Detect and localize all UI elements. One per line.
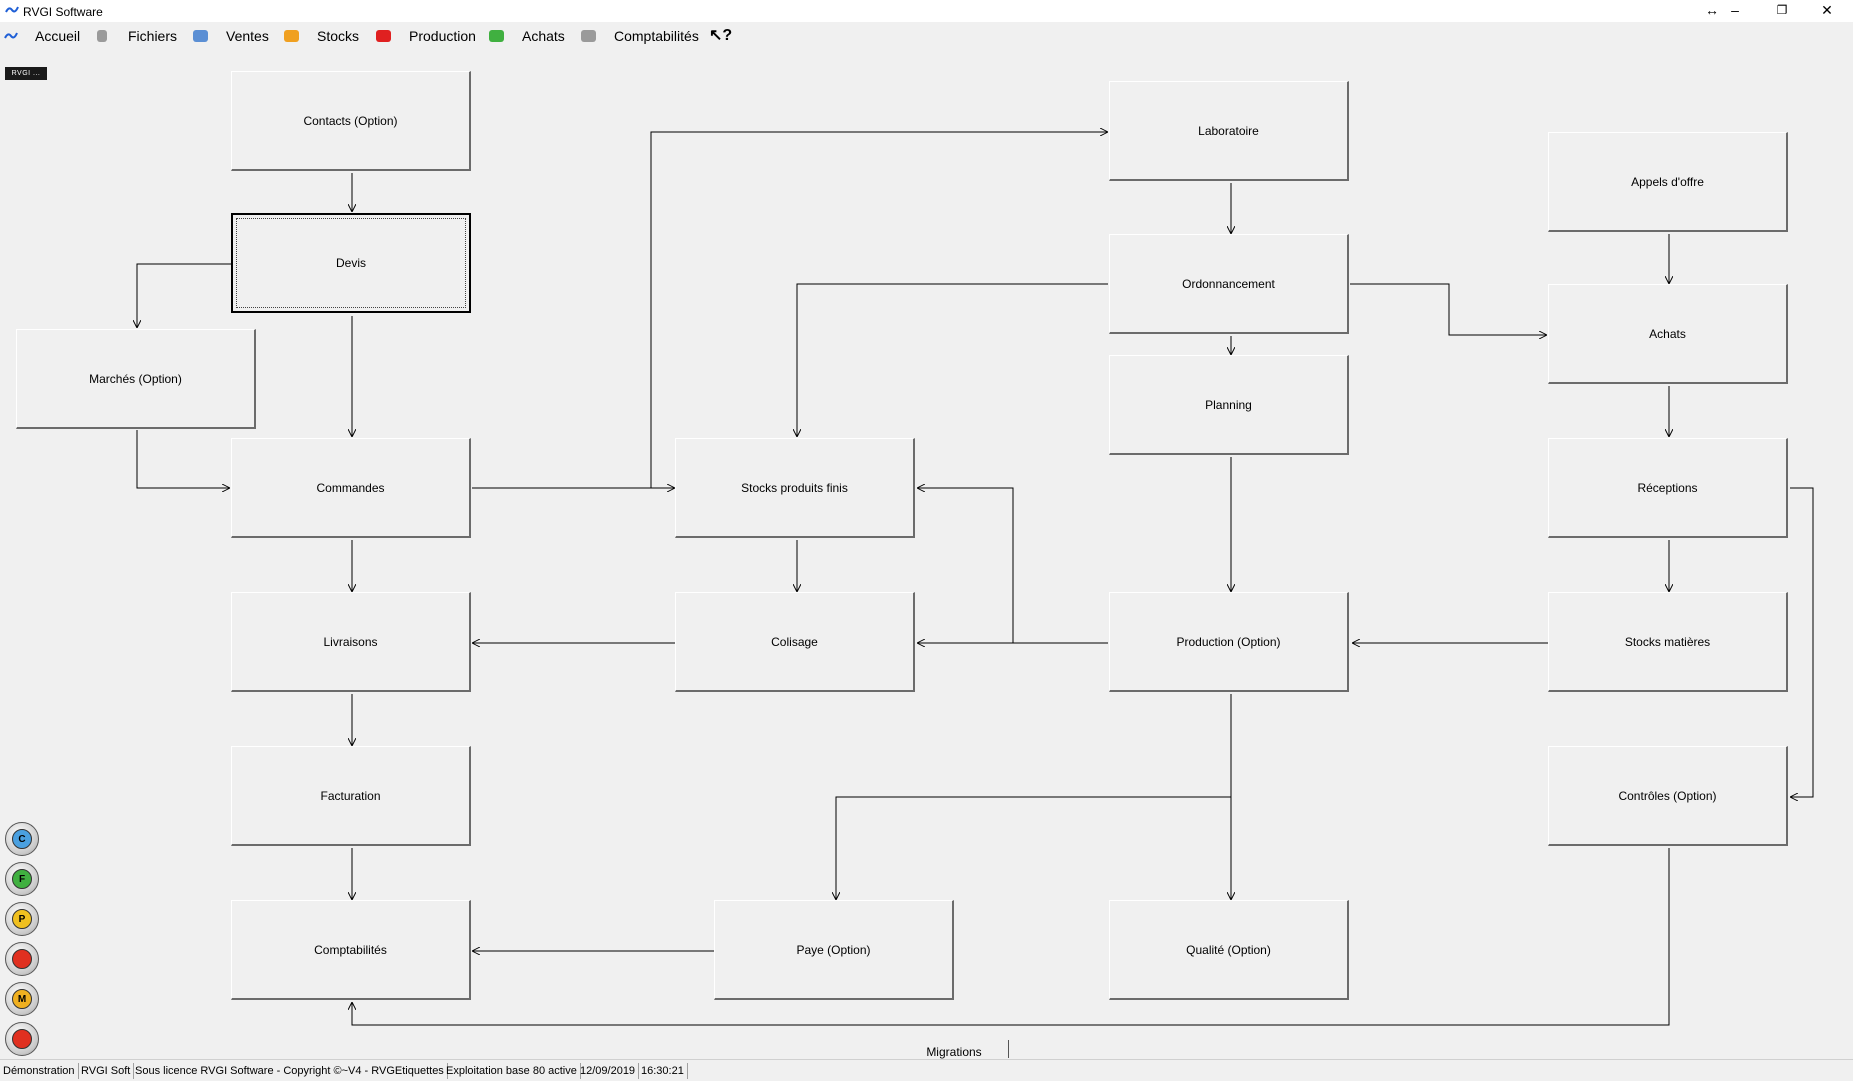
f-icon: F	[12, 869, 32, 889]
menu-accueil[interactable]: Accueil	[35, 28, 81, 44]
qualite-box[interactable]: Qualité (Option)	[1109, 900, 1349, 1000]
paye-box[interactable]: Paye (Option)	[714, 900, 954, 1000]
m-icon: M	[12, 989, 32, 1009]
c-icon: C	[12, 829, 32, 849]
f-button[interactable]: F	[5, 862, 39, 896]
status-company: RVGI Soft	[78, 1063, 135, 1079]
laboratoire-box[interactable]: Laboratoire	[1109, 81, 1349, 181]
resize-icon[interactable]: ↔	[1705, 2, 1719, 18]
status-date: 12/09/2019	[577, 1063, 640, 1079]
license-badge: RVGI ...	[5, 67, 47, 80]
red-circle-icon	[12, 949, 32, 969]
menu-production[interactable]: Production	[409, 28, 476, 44]
ordonnancement-box[interactable]: Ordonnancement	[1109, 234, 1349, 334]
facturation-box[interactable]: Facturation	[231, 746, 471, 846]
controles-box[interactable]: Contrôles (Option)	[1548, 746, 1788, 846]
purchases-icon	[489, 30, 504, 42]
files-icon	[97, 30, 107, 42]
menu-achats[interactable]: Achats	[522, 28, 565, 44]
restore-button[interactable]: ❐	[1776, 3, 1788, 17]
help-icon[interactable]: ↖?	[709, 27, 733, 44]
home-icon	[4, 32, 18, 39]
status-time: 16:30:21	[638, 1063, 688, 1079]
planning-box[interactable]: Planning	[1109, 355, 1349, 455]
m-button[interactable]: M	[5, 982, 39, 1016]
appels-offre-box[interactable]: Appels d'offre	[1548, 132, 1788, 232]
close-button[interactable]: ✕	[1821, 2, 1833, 18]
colisage-box[interactable]: Colisage	[675, 592, 915, 692]
contacts-box[interactable]: Contacts (Option)	[231, 71, 471, 171]
devis-box[interactable]: Devis	[231, 213, 471, 313]
minimize-button[interactable]: –	[1731, 2, 1739, 18]
menu-comptabilites[interactable]: Comptabilités	[614, 28, 699, 44]
sales-icon	[193, 30, 208, 42]
status-license: Sous licence RVGI Software - Copyright ©…	[132, 1063, 448, 1079]
app-logo-icon	[5, 6, 19, 13]
commandes-box[interactable]: Commandes	[231, 438, 471, 538]
comptabilites-box[interactable]: Comptabilités	[231, 900, 471, 1000]
stocks-matieres-box[interactable]: Stocks matières	[1548, 592, 1788, 692]
accounting-icon	[581, 30, 596, 42]
p-icon: P	[12, 909, 32, 929]
power-button[interactable]	[5, 1022, 39, 1056]
power-icon	[12, 1029, 32, 1049]
migrations-tab[interactable]: Migrations	[900, 1040, 1009, 1059]
p-button[interactable]: P	[5, 902, 39, 936]
receptions-box[interactable]: Réceptions	[1548, 438, 1788, 538]
livraisons-box[interactable]: Livraisons	[231, 592, 471, 692]
menu-ventes[interactable]: Ventes	[226, 28, 269, 44]
flow-connectors	[0, 48, 1814, 1026]
marches-box[interactable]: Marchés (Option)	[16, 329, 256, 429]
menu-stocks[interactable]: Stocks	[317, 28, 360, 44]
production-icon	[376, 30, 391, 42]
menu-bar: Accueil Fichiers Ventes Stocks Productio…	[0, 22, 1853, 48]
menu-fichiers[interactable]: Fichiers	[128, 28, 178, 44]
title-bar: RVGI Software ↔ – ❐ ✕	[0, 0, 1853, 22]
c-button[interactable]: C	[5, 822, 39, 856]
status-base: Exploitation base 80 active	[443, 1063, 581, 1079]
window-title: RVGI Software	[23, 5, 103, 19]
status-bar: Démonstration RVGI Soft Sous licence RVG…	[0, 1059, 1853, 1081]
achats-box[interactable]: Achats	[1548, 284, 1788, 384]
stocks-icon	[284, 30, 299, 42]
production-box[interactable]: Production (Option)	[1109, 592, 1349, 692]
status-mode: Démonstration	[0, 1063, 79, 1079]
stocks-produits-finis-box[interactable]: Stocks produits finis	[675, 438, 915, 538]
red-button[interactable]	[5, 942, 39, 976]
